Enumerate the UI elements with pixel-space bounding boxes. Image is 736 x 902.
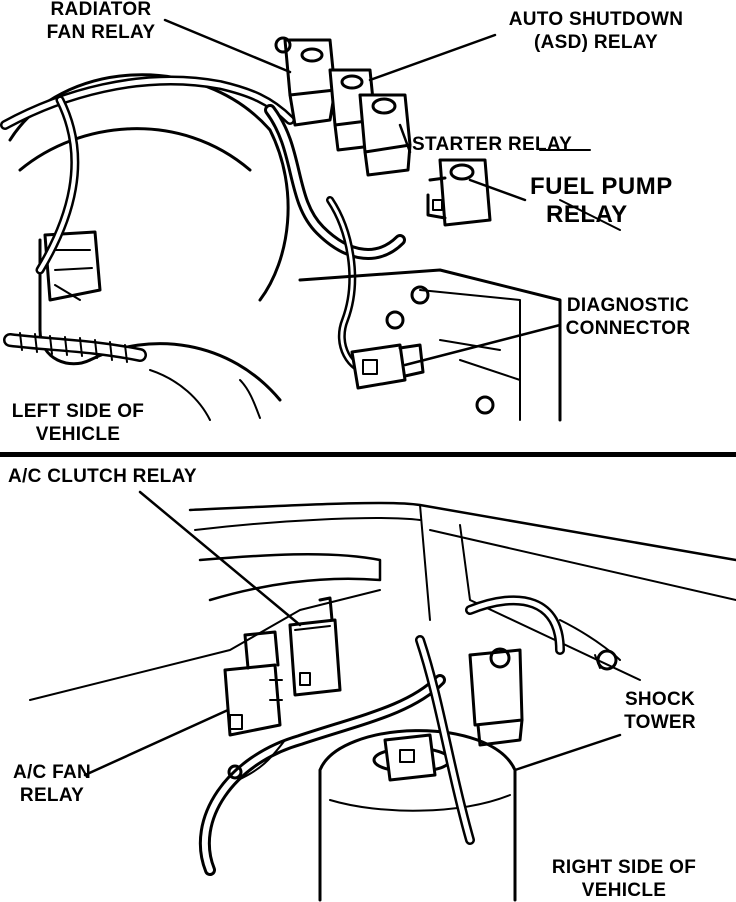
label-line: FAN RELAY — [46, 22, 156, 43]
label-line: RIGHT SIDE OF — [551, 857, 697, 878]
bottom-fender-top — [188, 501, 736, 562]
label-line: RELAY — [19, 785, 85, 806]
leader-radiator-fan — [163, 18, 292, 74]
ac-fan-relay-shape — [223, 630, 283, 737]
top-engine-bay-illustration — [0, 18, 621, 422]
panel-divider — [0, 452, 736, 457]
leader-shock-tower — [513, 733, 622, 772]
label-right-side: RIGHT SIDE OF VEHICLE — [538, 856, 710, 902]
label-ac-fan-relay: A/C FAN RELAY — [4, 761, 100, 807]
label-line: VEHICLE — [35, 424, 121, 445]
bottom-connector-shape — [383, 733, 437, 782]
label-shock-tower: SHOCK TOWER — [610, 688, 710, 734]
bottom-engine-bay-illustration — [29, 490, 736, 902]
label-line: AUTO SHUTDOWN — [508, 9, 684, 30]
label-starter-relay: STARTER RELAY — [412, 133, 572, 156]
label-line: (ASD) RELAY — [534, 32, 658, 53]
label-diagnostic-connector: DIAGNOSTIC CONNECTOR — [553, 294, 703, 340]
top-bolt-3 — [475, 395, 495, 415]
starter-relay-shape — [358, 93, 412, 177]
label-line: DIAGNOSTIC — [566, 295, 690, 316]
label-fuel-pump-relay: FUEL PUMP RELAY — [530, 173, 690, 229]
label-asd-relay: AUTO SHUTDOWN (ASD) RELAY — [490, 8, 702, 54]
top-box-left — [43, 230, 102, 302]
top-dome-inner — [18, 127, 252, 172]
ac-clutch-relay-shape — [288, 596, 342, 697]
label-line: A/C FAN — [12, 762, 92, 783]
label-ac-clutch-relay: A/C CLUTCH RELAY — [8, 465, 197, 488]
diagnostic-connector-shape — [350, 343, 425, 390]
label-line: STARTER RELAY — [412, 134, 573, 155]
label-line: LEFT SIDE OF — [11, 401, 145, 422]
top-firewall — [298, 268, 562, 422]
leader-fuel-pump — [468, 178, 527, 202]
leader-diagnostic — [403, 323, 562, 367]
top-body-left — [38, 238, 92, 366]
top-bolt-2 — [385, 310, 405, 330]
top-bolt-1 — [410, 285, 430, 305]
label-left-side: LEFT SIDE OF VEHICLE — [4, 400, 152, 446]
shock-tower-relay-shape — [468, 647, 524, 747]
bottom-bracket — [198, 552, 382, 602]
label-line: SHOCK — [624, 689, 696, 710]
top-dome-outline — [8, 73, 290, 302]
leader-asd — [368, 33, 497, 82]
leader-starter — [398, 123, 412, 154]
label-line: RADIATOR — [50, 0, 152, 20]
label-line: TOWER — [624, 712, 696, 733]
label-line: A/C CLUTCH RELAY — [8, 466, 197, 487]
label-line: FUEL PUMP — [530, 173, 673, 200]
top-harness-down — [326, 196, 374, 376]
label-radiator-fan-relay: RADIATOR FAN RELAY — [38, 0, 164, 44]
label-line: VEHICLE — [581, 880, 667, 901]
bottom-bolt-1 — [596, 649, 618, 671]
shock-tower-dome — [318, 729, 517, 902]
leader-ac-clutch — [138, 490, 302, 627]
leader-ac-fan — [83, 708, 230, 777]
fuel-pump-relay-shape — [426, 158, 492, 227]
label-line: CONNECTOR — [565, 318, 691, 339]
label-line: RELAY — [546, 201, 628, 228]
